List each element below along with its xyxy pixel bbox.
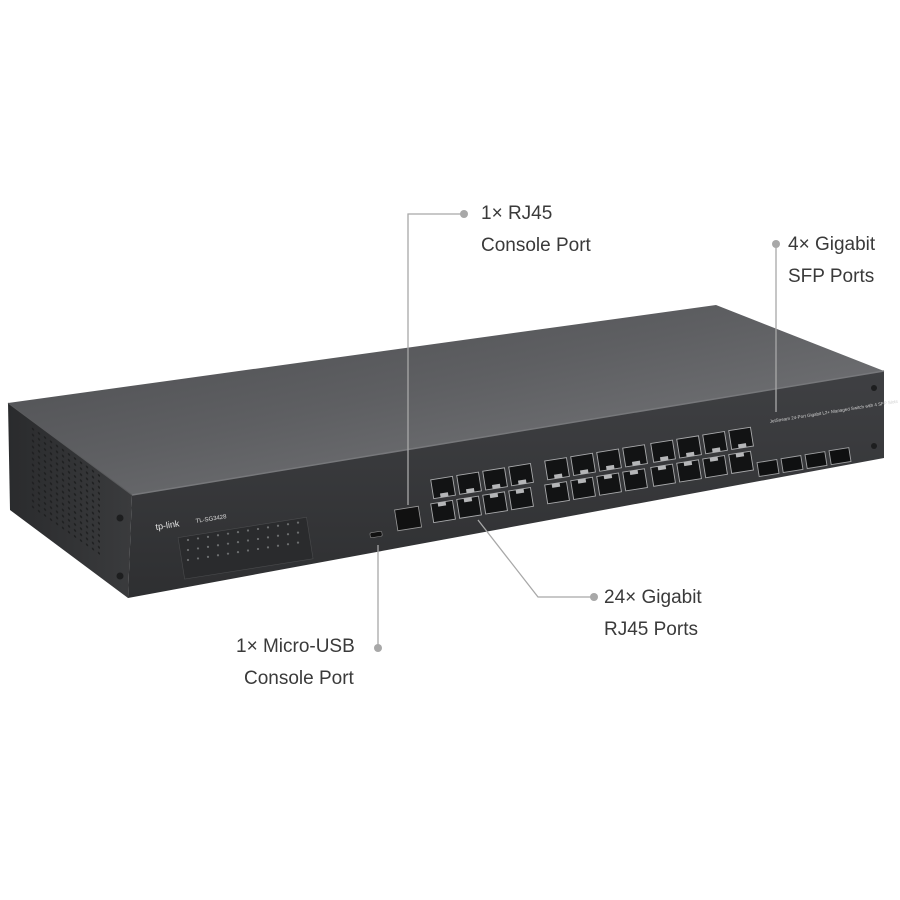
rj45-port-latch [437,501,447,507]
status-led [186,538,190,542]
status-led [266,526,270,529]
status-led [266,536,270,539]
status-led [206,535,210,538]
rj45-port-latch [517,479,527,485]
status-led [286,533,290,536]
leader-dot [460,210,468,218]
status-led [226,542,230,545]
callout-line: SFP Ports [788,266,875,287]
rj45-port-latch [631,460,641,466]
status-led [186,558,190,562]
leader-dot [374,644,382,652]
rj45-port-latch [735,452,745,458]
brand-logo: tp-link [155,518,181,532]
status-led [186,548,190,552]
callout-line: Console Port [244,668,354,689]
callout-line: 1× RJ45 [481,203,553,224]
led-panel [177,516,314,580]
rj45-port-latch [577,478,587,484]
rj45-port-latch [737,443,747,449]
callout-line: 4× Gigabit [788,234,876,255]
rj45-port-latch [605,464,615,471]
status-led [196,557,200,560]
micro-usb-port [369,531,383,538]
model-label: TL-SG3428 [195,514,227,525]
status-led [286,543,290,546]
callout-rj45-console: 1× RJ45 Console Port [481,198,591,262]
leader-dot [772,240,780,248]
callout-rj45-ports: 24× Gigabit RJ45 Ports [604,582,702,646]
status-led [296,531,300,534]
sfp-slot [804,451,828,470]
leader-rj45-ports [477,519,592,598]
callout-sfp-ports: 4× Gigabit SFP Ports [788,229,875,293]
status-led [196,537,200,540]
rj45-port-latch [603,474,613,480]
status-led [226,532,230,535]
rj45-port-latch [579,469,589,475]
leader-rj45-console [407,213,462,505]
status-led [206,545,210,548]
rj45-port-latch [629,469,639,476]
status-led [216,544,220,547]
status-led [276,534,280,537]
status-led [296,521,300,524]
status-led [206,555,210,558]
status-led [276,524,280,527]
sfp-slot [828,447,852,466]
rj45-port-latch [683,460,693,467]
rj45-port-latch [489,492,499,499]
status-led [296,541,300,544]
status-led [236,551,240,554]
status-led [246,539,250,542]
status-led [256,537,260,541]
leader-dot [590,593,598,601]
rj45-port-latch [657,465,667,471]
rj45-port-latch [491,483,501,489]
callout-micro-usb-console: 1× Micro-USB Console Port [236,631,355,695]
status-led [216,554,220,557]
chassis-top [8,305,884,495]
sfp-slot [756,459,780,477]
status-led [246,549,250,552]
rj45-port-latch [659,456,669,462]
rj45-console-port [394,505,423,532]
status-led [216,534,220,537]
status-led [236,541,240,544]
status-led [196,547,200,550]
status-led [266,546,270,549]
rj45-port-latch [709,456,719,462]
status-led [256,527,260,531]
status-led [276,544,280,547]
callout-line: Console Port [481,235,591,256]
callout-line: RJ45 Ports [604,619,698,640]
rj45-port-latch [551,482,561,488]
status-led [236,531,240,534]
rj45-port-latch [515,488,525,494]
status-led [256,547,260,551]
status-led [246,529,250,532]
rj45-port-latch [463,497,473,503]
rj45-port-latch [711,447,721,453]
sfp-slot [780,455,804,474]
rj45-port-latch [465,488,475,494]
status-led [286,523,290,526]
status-led [226,552,230,555]
rj45-port-latch [553,473,563,479]
rj45-port-latch [685,451,695,457]
callout-line: 24× Gigabit [604,587,702,608]
callout-line: 1× Micro-USB [236,636,355,657]
rj45-port-latch [439,492,449,498]
